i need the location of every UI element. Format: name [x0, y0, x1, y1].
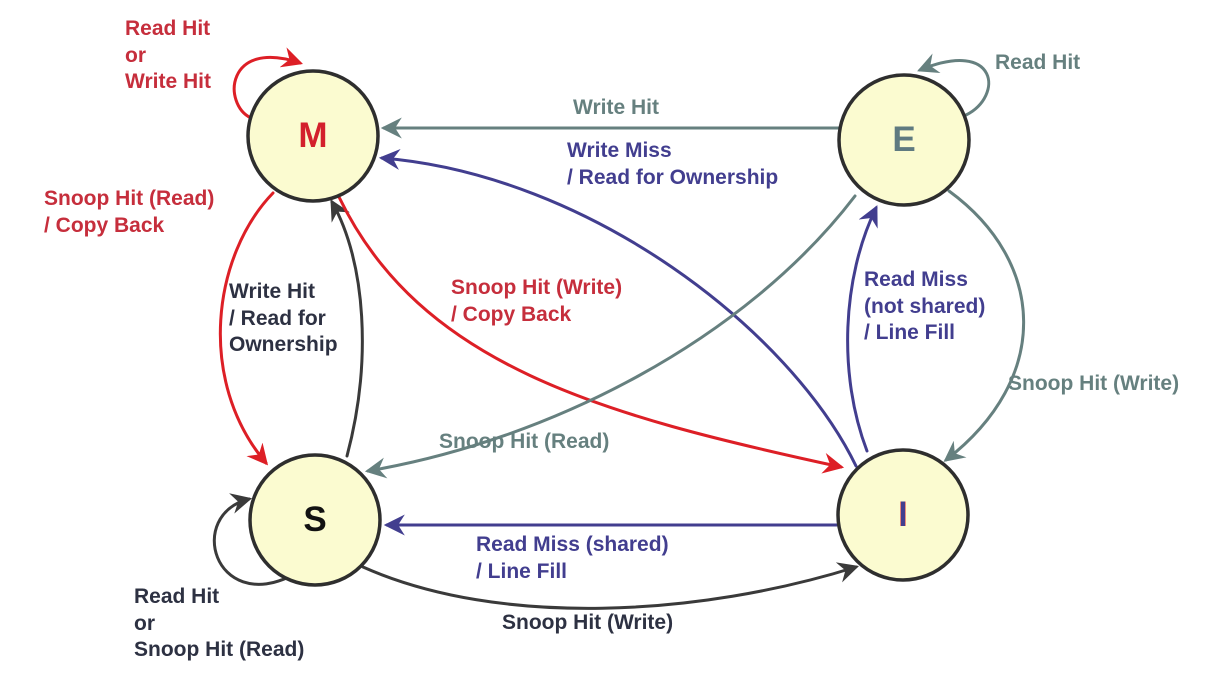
label-line: Write Hit [125, 70, 211, 93]
edge-label-i-to-s: Read Miss (shared) / Line Fill [476, 532, 669, 585]
edge-s-to-i [361, 562, 860, 610]
label-line: Ownership [229, 333, 338, 356]
edge-e-self-loop [917, 53, 991, 117]
edge-label-s-to-i: Snoop Hit (Write) [502, 610, 673, 637]
label-line: Snoop Hit (Write) [502, 611, 674, 634]
edge-s-to-m [330, 199, 364, 458]
label-line: Read Hit [134, 585, 220, 608]
state-e-circle [837, 73, 971, 207]
label-line: / Line Fill [476, 559, 568, 583]
state-m-circle [246, 69, 380, 203]
label-line: / Copy Back [451, 302, 572, 326]
edge-label-i-to-e: Read Miss (not shared) / Line Fill [864, 267, 985, 347]
edge-label-e-to-m: Write Hit [573, 95, 659, 122]
label-line: Read Miss [864, 268, 968, 291]
edge-label-e-self: Read Hit [995, 50, 1080, 77]
label-line: / Copy Back [44, 213, 165, 237]
edge-label-i-to-m: Write Miss / Read for Ownership [567, 138, 778, 191]
label-line: Write Hit [229, 280, 315, 303]
edge-label-m-to-s: Snoop Hit (Read) / Copy Back [44, 186, 214, 239]
label-line: Snoop Hit (Read) [439, 430, 610, 453]
edge-label-e-to-i: Snoop Hit (Write) [1008, 371, 1179, 398]
label-line: Read Hit [995, 51, 1081, 74]
label-line: Snoop Hit (Write) [451, 276, 623, 299]
edge-e-to-i [943, 189, 1026, 462]
label-line: / Read for [229, 306, 326, 330]
edge-i-to-m [378, 149, 858, 468]
state-e-label: E [892, 120, 916, 159]
edge-e-to-s [364, 194, 857, 479]
edge-label-m-to-i: Snoop Hit (Write) / Copy Back [451, 275, 622, 328]
state-i-circle [836, 448, 970, 582]
edge-m-self-loop [232, 47, 303, 120]
label-line: Write Miss [567, 139, 672, 162]
label-line: Read Miss (shared) [476, 533, 669, 556]
label-line: Read Hit [125, 17, 211, 40]
label-line: or [134, 611, 155, 635]
edge-i-to-e [846, 205, 878, 453]
label-line: / Line Fill [864, 321, 956, 344]
label-line: Snoop Hit (Read) [134, 638, 305, 661]
label-line: (not shared) [864, 294, 986, 318]
edge-m-to-s [218, 191, 275, 466]
label-line: / Read for Ownership [567, 165, 779, 189]
state-i-letter: I [898, 493, 908, 537]
state-m-label: M [298, 116, 328, 155]
label-line: Snoop Hit (Read) [44, 187, 215, 210]
label-line: Snoop Hit (Write) [1008, 372, 1180, 395]
edge-label-e-to-s: Snoop Hit (Read) [439, 429, 609, 456]
label-line: Write Hit [573, 96, 659, 119]
label-line: or [125, 43, 146, 67]
edge-label-m-self: Read Hit or Write Hit [125, 16, 211, 96]
edge-m-to-i [337, 195, 845, 474]
edge-label-s-self: Read Hit or Snoop Hit (Read) [134, 584, 304, 664]
edge-label-s-to-m: Write Hit / Read for Ownership [229, 279, 338, 359]
edge-s-self-loop [212, 493, 293, 586]
state-i-label: I [863, 493, 943, 537]
state-s-label: S [303, 500, 327, 539]
state-s-circle [248, 453, 382, 587]
